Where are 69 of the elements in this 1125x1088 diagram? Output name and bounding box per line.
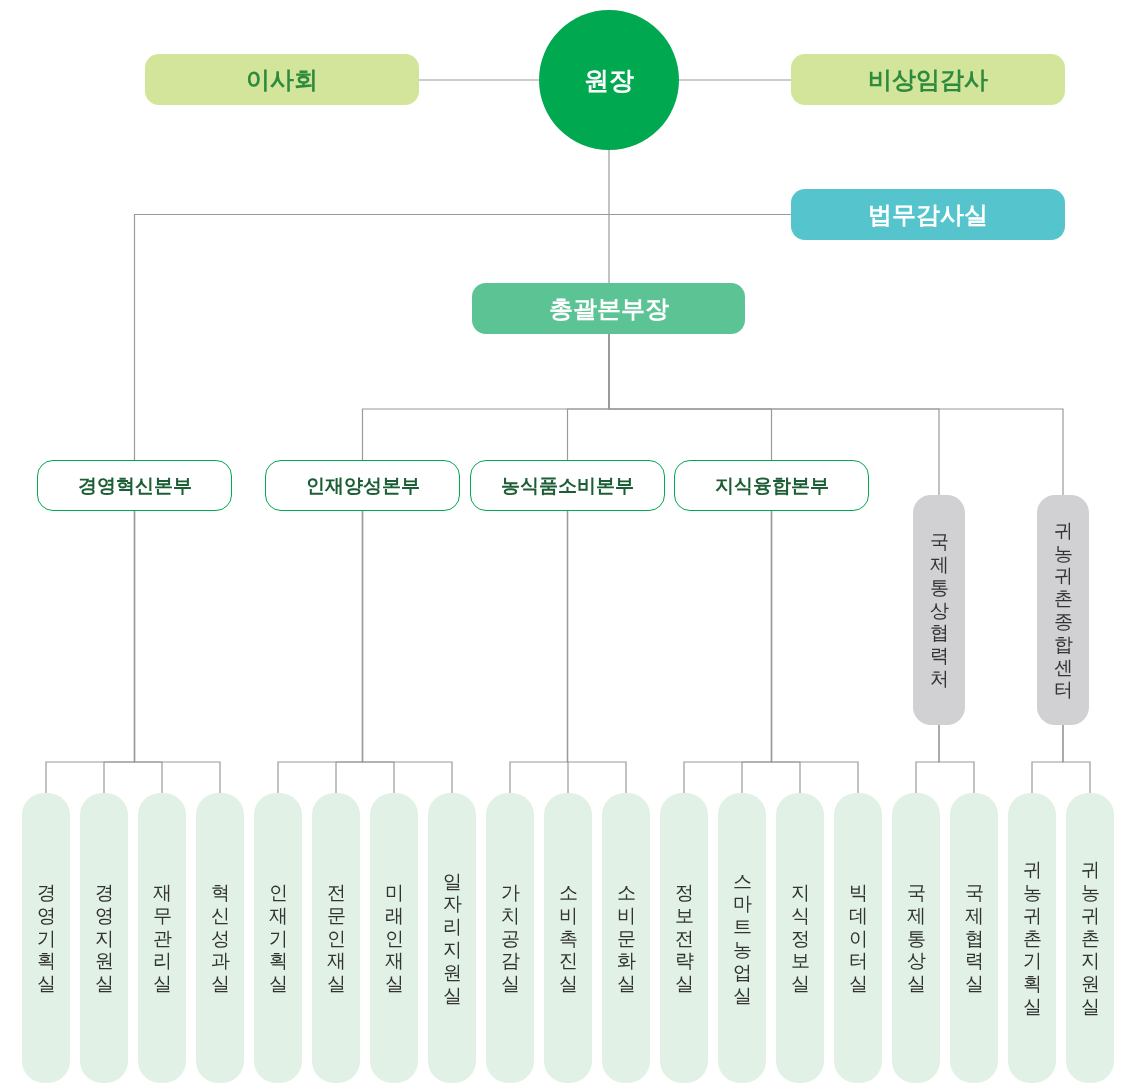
team-box: [80, 793, 128, 1083]
unit-name: 지식융합본부: [714, 472, 829, 498]
executive-box: [472, 283, 745, 334]
team-box: [428, 793, 476, 1083]
division-box: [37, 460, 232, 511]
unit-name: 소비문화실: [616, 881, 636, 995]
connector-line: [566, 510, 627, 794]
connector-line: [608, 149, 610, 284]
team-box: [892, 793, 940, 1083]
team-box: [544, 793, 592, 1083]
unit-name: 빅데이터실: [848, 881, 868, 995]
team-box: [196, 793, 244, 1083]
unit-name: 귀농귀촌기획실: [1022, 858, 1042, 1018]
unit-name: 인재기획실: [268, 881, 288, 995]
connector-line: [770, 510, 859, 794]
board-box: [145, 54, 419, 105]
unit-name: 원장: [584, 64, 634, 97]
connector-line: [133, 213, 792, 461]
center-box: [913, 495, 965, 725]
unit-name: 스마트농업실: [732, 869, 752, 1007]
unit-name: 총괄본부장: [548, 293, 669, 325]
team-box: [254, 793, 302, 1083]
unit-name: 정보전략실: [674, 881, 694, 995]
team-box: [22, 793, 70, 1083]
unit-name: 경영지원실: [94, 881, 114, 995]
unit-name: 경영혁신본부: [77, 472, 192, 498]
center-box: [1037, 495, 1089, 725]
unit-name: 귀농귀촌지원실: [1080, 858, 1100, 1018]
team-box: [602, 793, 650, 1083]
team-box: [370, 793, 418, 1083]
unit-name: 인재양성본부: [305, 472, 420, 498]
unit-name: 법무감사실: [868, 199, 988, 231]
team-box: [950, 793, 998, 1083]
unit-name: 국제통상협력처: [929, 530, 949, 690]
connector-line: [678, 79, 792, 81]
team-box: [486, 793, 534, 1083]
unit-name: 지식정보실: [790, 881, 810, 995]
team-box: [776, 793, 824, 1083]
unit-name: 소비촉진실: [558, 881, 578, 995]
connector-line: [938, 724, 975, 794]
unit-name: 국제통상실: [906, 881, 926, 995]
team-box: [312, 793, 360, 1083]
team-box: [660, 793, 708, 1083]
connector-line: [418, 79, 540, 81]
team-box: [718, 793, 766, 1083]
unit-name: 혁신성과실: [210, 881, 230, 995]
division-box: [265, 460, 460, 511]
connector-line: [361, 510, 453, 794]
unit-name: 재무관리실: [152, 881, 172, 995]
team-box: [1066, 793, 1114, 1083]
unit-name: 일자리지원실: [442, 869, 462, 1007]
connector-line: [1062, 724, 1091, 794]
unit-name: 국제협력실: [964, 881, 984, 995]
board-box: [791, 54, 1065, 105]
unit-name: 비상임감사: [868, 64, 988, 96]
unit-name: 이사회: [246, 64, 318, 96]
unit-name: 경영기획실: [36, 881, 56, 995]
unit-name: 전문인재실: [326, 881, 346, 995]
unit-name: 미래인재실: [384, 881, 404, 995]
unit-name: 귀농귀촌종합센터: [1053, 518, 1073, 702]
unit-name: 가치공감실: [500, 881, 520, 995]
team-box: [138, 793, 186, 1083]
connector-line: [133, 510, 221, 794]
division-box: [470, 460, 665, 511]
team-box: [1008, 793, 1056, 1083]
division-box: [674, 460, 869, 511]
unit-name: 농식품소비본부: [501, 472, 634, 498]
office-box: [791, 189, 1065, 240]
team-box: [834, 793, 882, 1083]
